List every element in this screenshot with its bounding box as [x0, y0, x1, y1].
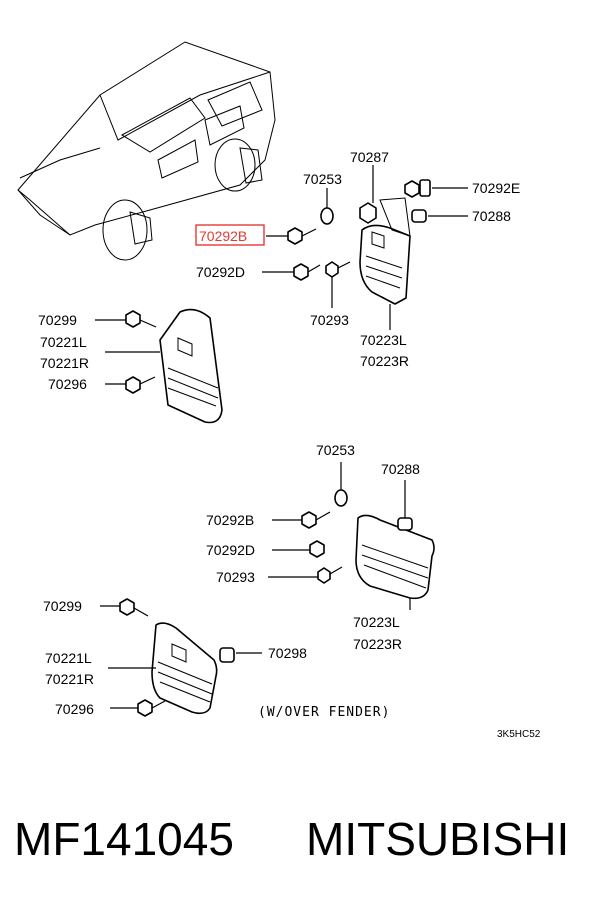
label-70292d-lower: 70292D: [206, 542, 255, 558]
label-70288-lower: 70288: [381, 461, 420, 477]
label-70293-lower: 70293: [216, 569, 255, 585]
label-70296-lower: 70296: [55, 701, 94, 717]
drawing-code: 3K5HC52: [497, 729, 541, 740]
label-70221l-lower: 70221L: [45, 650, 92, 666]
label-70223r-upper: 70223R: [360, 353, 409, 369]
highlight-box: [195, 224, 265, 246]
label-70253-upper: 70253: [303, 171, 342, 187]
label-70298: 70298: [268, 645, 307, 661]
front-mudflap-upper: [125, 308, 223, 424]
label-70288-upper: 70288: [472, 208, 511, 224]
leader-lines: [95, 165, 468, 709]
label-70221r-upper: 70221R: [40, 355, 89, 371]
label-70221r-lower: 70221R: [45, 671, 94, 687]
label-70253-lower: 70253: [316, 442, 355, 458]
label-70296-upper: 70296: [48, 376, 87, 392]
label-70292d-upper: 70292D: [196, 264, 245, 280]
label-70223l-upper: 70223L: [360, 332, 407, 348]
label-70299-upper: 70299: [38, 312, 77, 328]
label-70221l-upper: 70221L: [40, 334, 87, 350]
label-70293-upper: 70293: [310, 312, 349, 328]
label-70223r-lower: 70223R: [353, 636, 402, 652]
brand-name: MITSUBISHI: [306, 813, 569, 865]
label-70292b-lower: 70292B: [206, 512, 254, 528]
label-70223l-lower: 70223L: [353, 614, 400, 630]
part-labels: 70287 70253 70292E 70288 70292B 70292D 7…: [38, 149, 541, 740]
label-70287: 70287: [350, 149, 389, 165]
front-mudflap-lower: [119, 598, 235, 717]
rear-mudflap-lower: [301, 489, 435, 600]
part-number: MF141045: [14, 813, 234, 865]
fasteners-upper: [287, 179, 431, 281]
over-fender-note: (W/OVER FENDER): [258, 705, 390, 720]
label-70292e: 70292E: [472, 180, 520, 196]
label-70292b-highlighted[interactable]: 70292B: [199, 228, 247, 244]
vehicle-illustration: [17, 41, 276, 261]
rear-mudflap-upper: [359, 197, 411, 305]
label-70299-lower: 70299: [43, 598, 82, 614]
